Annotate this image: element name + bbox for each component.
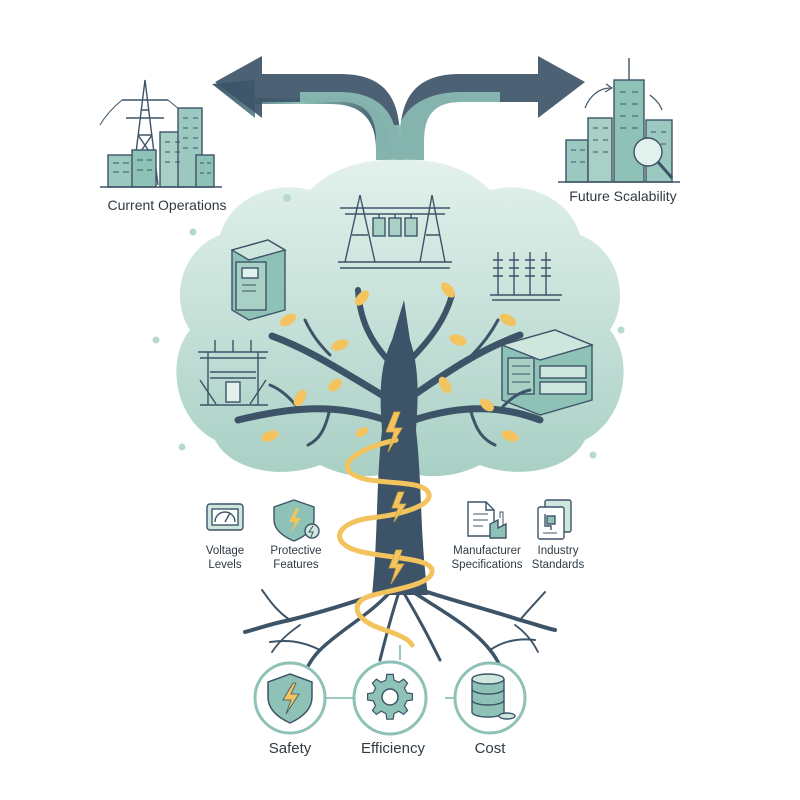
energy-spiral — [337, 437, 435, 648]
factor-label-line: Levels — [208, 559, 242, 571]
switchgear-cabinet-icon — [230, 239, 287, 321]
outcome-cost-label: Cost — [474, 740, 506, 757]
factor-protective-features: Protective Features — [259, 544, 333, 572]
document-factory-icon — [467, 501, 507, 539]
future-scalability-illustration — [558, 58, 680, 183]
lightning-bolt-icons — [385, 411, 407, 585]
current-operations-label: Current Operations — [107, 197, 227, 213]
cost-circle — [453, 661, 527, 735]
tree-roots — [243, 586, 557, 684]
substation-icon — [198, 340, 268, 406]
split-arrow — [212, 56, 585, 160]
efficiency-circle — [352, 660, 428, 736]
gear-icon — [366, 673, 414, 720]
factor-label-line: Specifications — [451, 559, 523, 571]
outcome-safety-label: Safety — [268, 740, 312, 757]
future-scalability-label: Future Scalability — [569, 188, 677, 204]
factor-voltage-levels: Voltage Levels — [190, 544, 260, 572]
factor-label-line: Standards — [531, 559, 585, 571]
factor-label-line: Industry — [537, 545, 579, 557]
control-panel-icon — [499, 329, 595, 416]
voltage-meter-icon — [206, 503, 244, 531]
standards-document-icon — [537, 499, 572, 540]
protective-shield-icon — [273, 499, 320, 542]
insulator-array-icon — [490, 252, 562, 301]
transmission-tower-icon — [338, 194, 452, 269]
coin-stack-icon — [471, 673, 516, 720]
factor-industry-standards: Industry Standards — [526, 544, 590, 572]
tree-branches — [234, 287, 544, 447]
tree-leaves — [261, 282, 519, 442]
decorative-dots — [152, 194, 625, 459]
factor-label-line: Features — [273, 559, 319, 571]
outcome-efficiency-label: Efficiency — [361, 740, 425, 757]
factor-label-line: Voltage — [205, 545, 245, 557]
tree-trunk — [372, 300, 428, 595]
current-operations-illustration — [99, 79, 222, 188]
factor-label-line: Manufacturer — [453, 545, 521, 557]
factor-manufacturer-specifications: Manufacturer Specifications — [447, 544, 527, 572]
factor-label-line: Protective — [270, 545, 322, 557]
safety-circle — [253, 661, 327, 735]
